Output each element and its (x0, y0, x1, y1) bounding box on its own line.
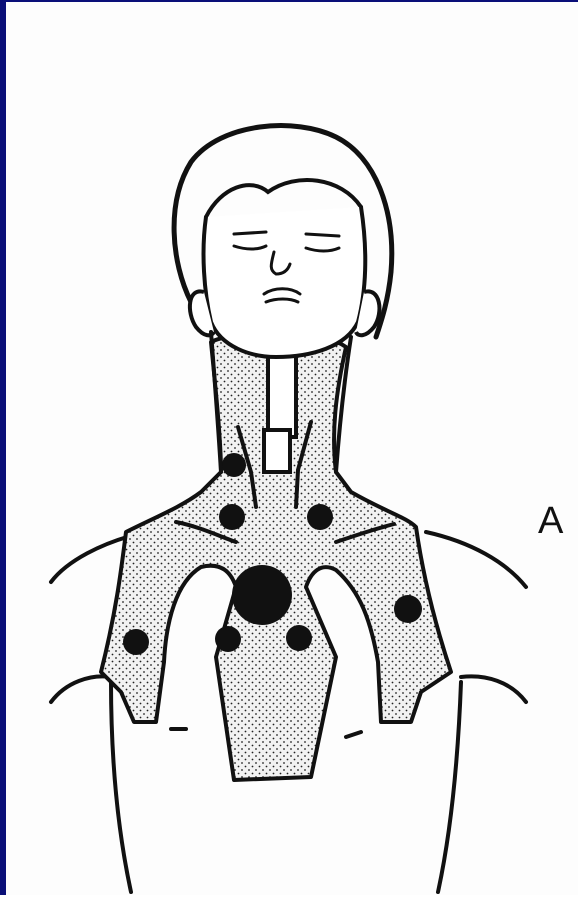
face-outline (204, 207, 366, 357)
marker-dot (222, 453, 246, 477)
marker-dot (219, 504, 245, 530)
marker-dot (307, 504, 333, 530)
marker-dot (394, 595, 422, 623)
marker-dot (232, 565, 292, 625)
marker-dot (286, 625, 312, 651)
anatomical-illustration (6, 2, 578, 897)
marker-dot (215, 626, 241, 652)
panel-label: A (538, 502, 563, 540)
marker-dot (123, 629, 149, 655)
